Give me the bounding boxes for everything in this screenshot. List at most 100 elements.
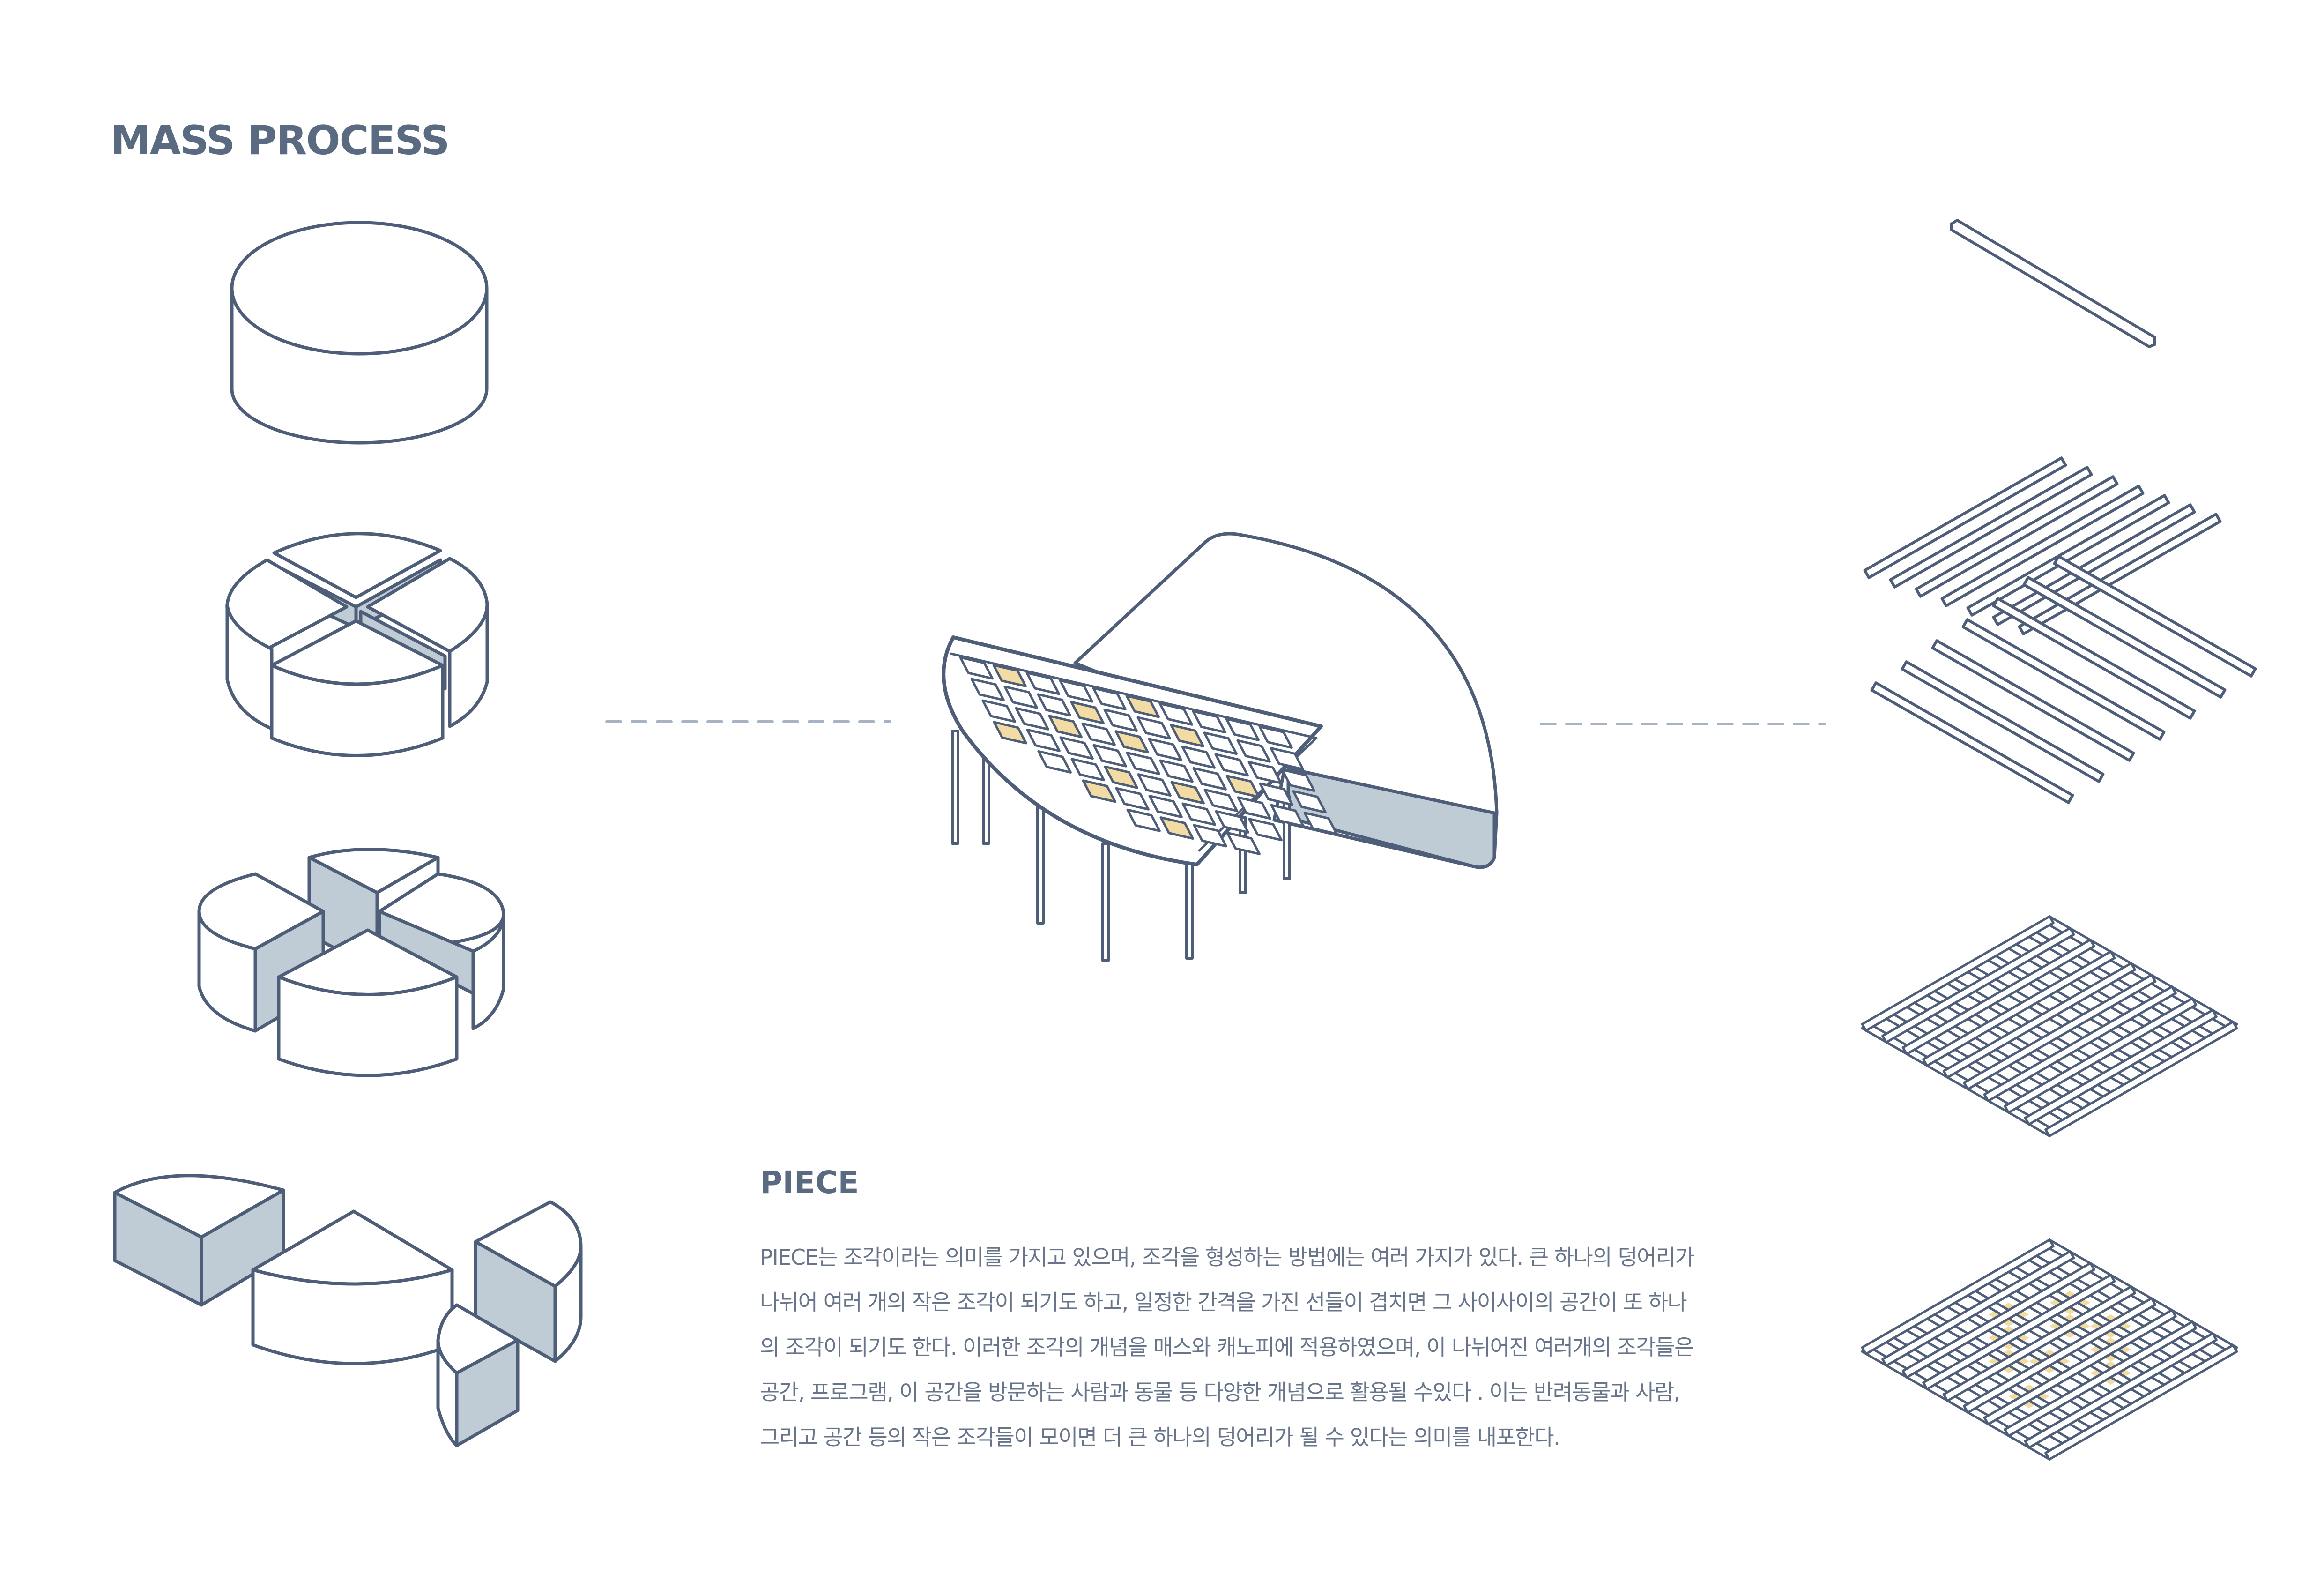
piece-description-line: 그리고 공간 등의 작은 조각들이 모이면 더 큰 하나의 덩어리가 될 수 있… [760, 1425, 1560, 1450]
canopy-cells [959, 656, 1338, 855]
grid-bar [1922, 950, 2116, 1067]
canopy-cell [1104, 765, 1138, 789]
grid-bar [2024, 1009, 2218, 1126]
bar-shape [2022, 576, 2227, 699]
pavilion-illustration [942, 532, 1499, 962]
canopy-cell [981, 699, 1016, 723]
bar-shape [1992, 597, 2196, 720]
bar-shape [1915, 475, 2119, 598]
canopy-cell [1070, 758, 1105, 782]
mass-step-whole-cylinder [230, 221, 489, 445]
mass-step-quartered [225, 532, 489, 757]
canopy-cell [1148, 738, 1182, 761]
piece-description-line: 나뉘어 여러 개의 작은 조각이 되기도 하고, 일정한 간격을 가진 선들이 … [760, 1290, 1687, 1315]
canopy-cell [1192, 767, 1227, 791]
canopy-cell [1248, 818, 1283, 842]
bar-shape [1940, 485, 2145, 607]
canopy-cell [1070, 701, 1105, 724]
canopy-cell [1126, 752, 1160, 776]
grid-bar [1881, 1250, 2075, 1367]
grid-bar [1861, 1238, 2055, 1355]
canopy-cell [1225, 775, 1260, 798]
canopy-cell [1292, 790, 1327, 814]
canopy-cell [992, 664, 1027, 687]
piece-description: PIECE는 조각이라는 의미를 가지고 있으며, 조각을 형성하는 방법에는 … [760, 1235, 1734, 1460]
canopy-cell [1225, 717, 1260, 741]
canopy-cell [1203, 788, 1238, 812]
bar-shape [1870, 681, 2074, 804]
canopy-cell [1192, 710, 1226, 734]
bar-shape [1901, 660, 2105, 783]
grid-bar [1861, 915, 2055, 1032]
canopy-cell [1203, 731, 1238, 755]
pavilion-columns [951, 730, 1291, 962]
bar-shape [1889, 466, 2093, 589]
piece-description-line: 공간, 프로그램, 이 공간을 방문하는 사람과 동물 등 다양한 개념으로 활… [760, 1380, 1680, 1405]
grid-bar [1901, 939, 2095, 1055]
canopy-cell [1103, 709, 1138, 732]
canopy-cell [1270, 804, 1305, 828]
canopy-cell [1048, 715, 1083, 739]
canopy-cell [1148, 795, 1183, 819]
canopy-cell [1082, 779, 1116, 803]
grid-bar [1922, 1274, 2116, 1390]
piece-heading: PIECE [760, 1164, 859, 1201]
canopy-cell [1003, 685, 1038, 709]
canopy-cell [1237, 796, 1271, 820]
canopy-cell [1226, 831, 1261, 855]
canopy-cell [1258, 725, 1293, 749]
canopy-step-grid [1861, 915, 2238, 1137]
bar-shape [1961, 618, 2166, 741]
canopy-step-grid-with-tiles [1861, 1238, 2238, 1461]
canopy-cell [1214, 753, 1249, 777]
canopy-cell [959, 656, 994, 680]
canopy-cell [1125, 694, 1160, 718]
canopy-cell [1181, 802, 1216, 826]
canopy-cell [1193, 824, 1227, 848]
grid-bar [2044, 1344, 2238, 1461]
canopy-cell [1181, 745, 1216, 769]
canopy-cell [1158, 702, 1193, 726]
grid-bar [1942, 1285, 2136, 1402]
canopy-cell [1170, 724, 1204, 747]
grid-bar [1983, 985, 2177, 1102]
canopy-cell [1159, 816, 1194, 840]
canopy-cell [1137, 773, 1172, 797]
canopy-cell [1037, 750, 1072, 774]
pavilion-canopy [942, 635, 1338, 866]
canopy-cell [1126, 808, 1161, 832]
canopy-cell [1015, 707, 1049, 731]
mass-step-scattered [113, 1174, 583, 1447]
grid-bar [2024, 1332, 2218, 1449]
canopy-cell [1059, 679, 1093, 703]
canopy-cell [1136, 716, 1171, 740]
canopy-cell [1115, 787, 1150, 811]
canopy-cell [1025, 671, 1060, 695]
canopy-cell [1026, 728, 1061, 752]
canopy-cell [1236, 739, 1271, 763]
canopy-cell [1270, 747, 1304, 771]
bar-shape [2053, 555, 2257, 678]
canopy-step-single-line [1950, 219, 2156, 348]
grid-bar [2004, 1320, 2198, 1437]
canopy-cell [1092, 687, 1127, 711]
canopy-cell [1247, 761, 1282, 784]
canopy-cell [1037, 693, 1071, 717]
canopy-cell [1159, 759, 1194, 783]
piece-description-line: 의 조각이 되기도 한다. 이러한 조각의 개념을 매스와 캐노피에 적용하였으… [760, 1335, 1694, 1360]
grid-bar [1963, 974, 2157, 1090]
bar-shape [1966, 494, 2170, 617]
grid-bar [2044, 1021, 2238, 1137]
grid-bar [1881, 927, 2075, 1044]
piece-description-line: PIECE는 조각이라는 의미를 가지고 있으며, 조각을 형성하는 방법에는 … [760, 1245, 1695, 1270]
canopy-cell [1170, 781, 1205, 805]
grid-bar [1963, 1297, 2157, 1414]
canopy-cell [1215, 810, 1249, 834]
canopy-cell [1281, 768, 1315, 792]
canopy-cell [1259, 782, 1293, 806]
canopy-cell [1059, 736, 1094, 760]
canopy-cell [993, 721, 1027, 745]
grid-bar [1942, 962, 2136, 1079]
bar-shape [1863, 456, 2067, 579]
